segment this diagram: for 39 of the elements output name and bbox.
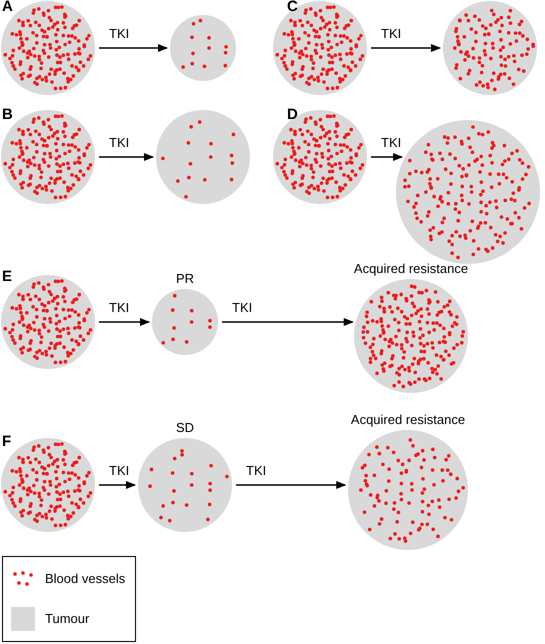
tumour-drawing (138, 438, 232, 532)
arrow (236, 481, 346, 489)
legend-text: Blood vessels (45, 571, 126, 586)
edge-label: TKI (109, 135, 130, 150)
tumour-drawing (156, 110, 250, 204)
edge-label: TKI (381, 26, 402, 41)
legend-text: Tumour (45, 611, 90, 626)
stage-label: Acquired resistance (352, 261, 470, 276)
edge-label: TKI (109, 300, 130, 315)
panel-letter: D (287, 106, 298, 123)
edge-label: TKI (109, 26, 130, 41)
tumour-drawing (354, 279, 468, 393)
tumour-drawing (170, 15, 236, 81)
arrow (371, 153, 404, 161)
panel-letter: C (287, 0, 298, 15)
tumour-drawing (443, 1, 537, 95)
panel-letter: F (2, 433, 12, 450)
arrow (99, 44, 168, 52)
arrow (371, 44, 441, 52)
edge-label: TKI (232, 300, 252, 315)
panel-letter: A (2, 0, 13, 15)
arrow (99, 318, 150, 326)
tumour-drawing (273, 1, 367, 95)
stage-label: SD (174, 420, 196, 435)
tumour-drawing (1, 1, 95, 95)
tumour-drawing (1, 110, 95, 204)
panel-letter: E (2, 268, 12, 285)
tumour-drawing (152, 289, 218, 355)
panel-letter: B (2, 106, 13, 123)
arrow (99, 153, 154, 161)
edge-label: TKI (246, 463, 266, 478)
edge-label: TKI (381, 135, 402, 150)
stage-label: PR (174, 271, 196, 286)
tumour-drawing (348, 430, 468, 550)
stage-label: Acquired resistance (350, 412, 466, 427)
edge-label: TKI (109, 463, 130, 478)
arrow (222, 318, 354, 326)
arrow (99, 481, 136, 489)
tumour-drawing (273, 110, 367, 204)
